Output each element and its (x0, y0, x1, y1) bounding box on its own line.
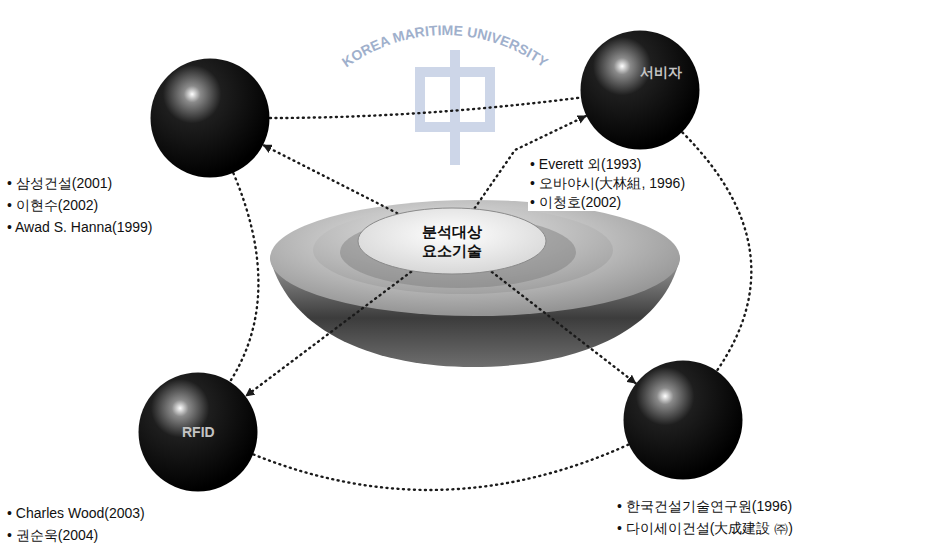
sphere-shape (150, 58, 270, 178)
sphere-node: • 삼성건설(2001)• 이현수(2002)• Awad S. Hanna(1… (150, 58, 270, 178)
sphere-label: 서비자 (640, 64, 682, 81)
disc-label: 분석대상 요소기술 (417, 222, 487, 260)
reference-item: • Charles Wood(2003) (5, 505, 147, 522)
sphere-node: • 한국건설기술연구원(1996)• 다이세이건설(大成建設 ㈜) (623, 360, 743, 480)
orbit-line (254, 445, 629, 490)
reference-item: • 다이세이건설(大成建設 ㈜) (615, 520, 795, 537)
reference-item: • 한국건설기술연구원(1996) (615, 498, 794, 515)
orbit-line (682, 132, 751, 370)
center-disc: 분석대상 요소기술 (357, 207, 547, 275)
orbit-line (270, 98, 581, 118)
sphere-node: 서비자• Everett 외(1993)• 오바야시(大林組, 1996)• 이… (580, 30, 700, 150)
reference-item: • 이청호(2002) (528, 194, 623, 211)
reference-item: • 삼성건설(2001) (5, 175, 114, 192)
reference-item: • 권순욱(2004) (5, 527, 100, 544)
sphere-shape (623, 360, 743, 480)
reference-item: • Awad S. Hanna(1999) (5, 219, 155, 236)
watermark-text: KOREA MARITIME UNIVERSITY (339, 22, 552, 71)
dotted-arrow (264, 145, 398, 213)
sphere-shape (580, 30, 700, 150)
reference-item: • 오바야시(大林組, 1996) (528, 175, 687, 192)
reference-item: • 이현수(2002) (5, 197, 100, 214)
orbit-line (230, 173, 258, 381)
sphere-label: RFID (182, 424, 215, 441)
sphere-node: RFID• Charles Wood(2003)• 권순욱(2004) (138, 372, 258, 492)
dotted-arrow (246, 272, 411, 396)
reference-item: • Everett 외(1993) (528, 156, 644, 173)
watermark-text: KOREA MARITIME UNIVERSITY (339, 22, 552, 71)
dotted-arrow (492, 272, 636, 383)
dish (270, 200, 680, 367)
disc-shape (357, 207, 547, 275)
